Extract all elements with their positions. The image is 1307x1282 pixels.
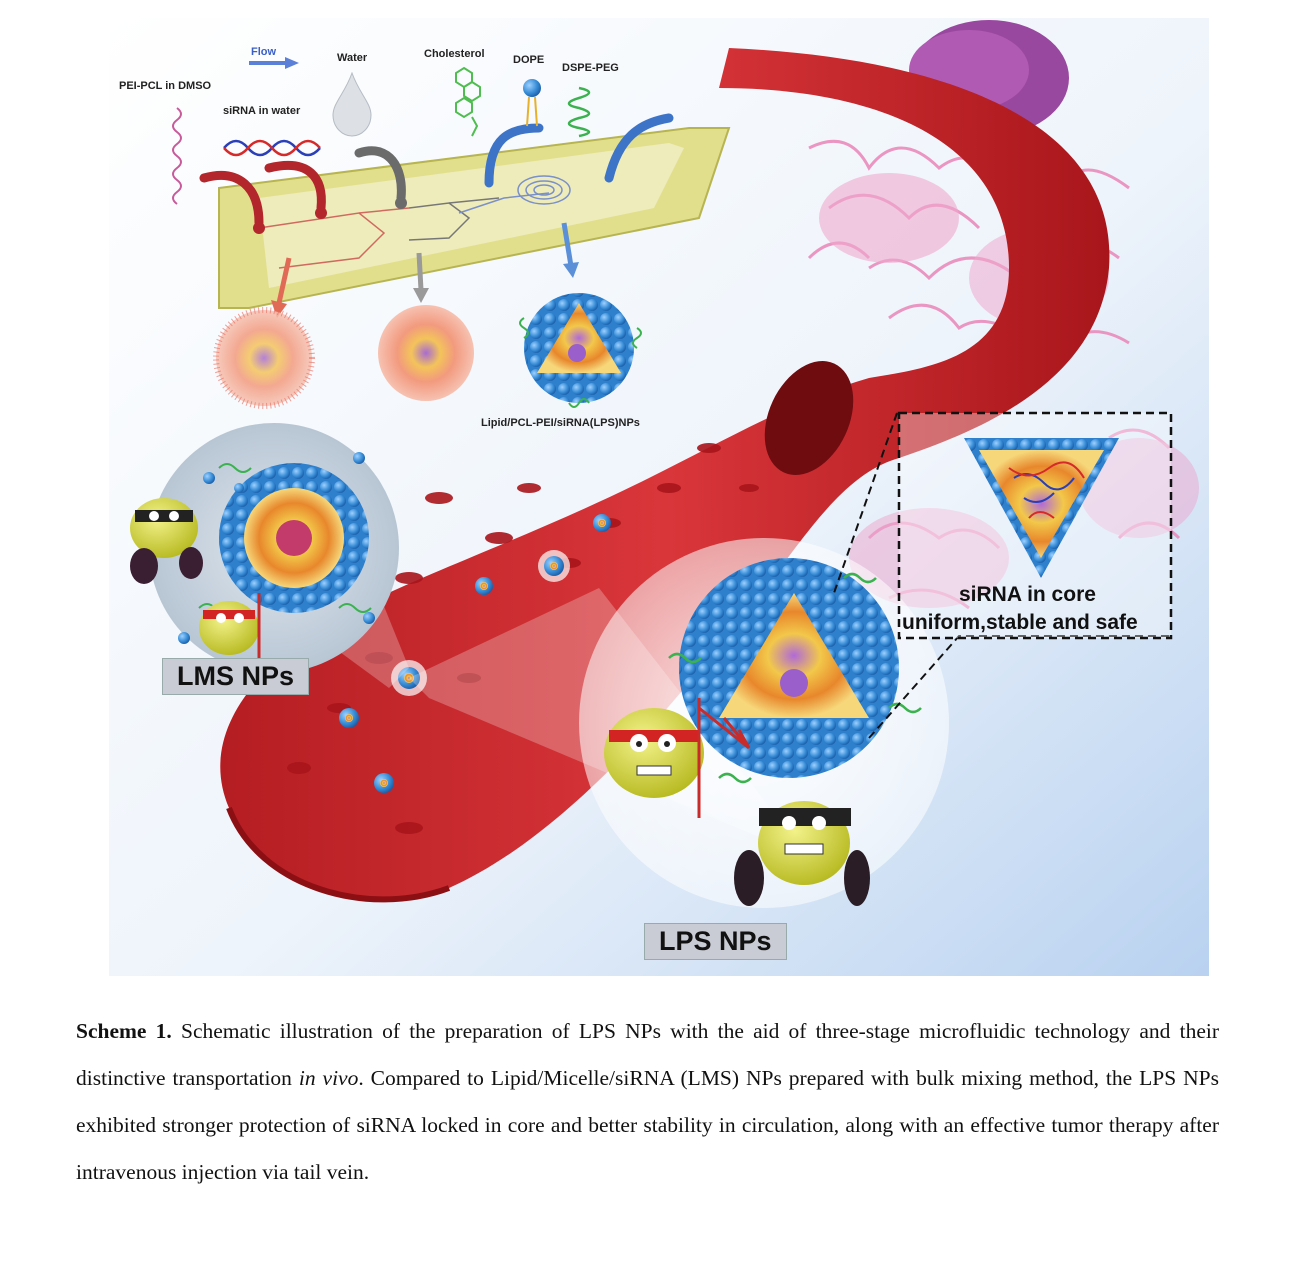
dspe-peg-icon — [567, 86, 591, 138]
intermediate-particle — [378, 305, 474, 401]
cholesterol-icon — [455, 66, 481, 137]
caption-text-part1: Schematic illustration of the preparatio… — [76, 1019, 1219, 1090]
lms-bubble — [130, 423, 399, 673]
sirna-helix-icon — [223, 139, 321, 157]
caption-italic: in vivo — [298, 1066, 359, 1090]
water-label: Water — [337, 52, 368, 64]
water-drop-icon — [332, 71, 372, 137]
caption-label: Scheme 1. — [76, 1019, 172, 1043]
figure-caption: Scheme 1. Schematic illustration of the … — [76, 1008, 1219, 1196]
flow-arrow-icon — [249, 57, 299, 69]
scheme-illustration — [109, 18, 1209, 976]
flow-label: Flow — [251, 46, 277, 58]
core-label-line1: siRNA in core — [959, 583, 1096, 606]
micelle-particle — [213, 307, 315, 409]
sirna-water-label: siRNA in water — [223, 105, 301, 117]
dope-icon — [523, 79, 541, 127]
lps-full-label: Lipid/PCL-PEI/siRNA(LPS)NPs — [481, 417, 640, 429]
lps-nps-tag: LPS NPs — [644, 923, 787, 960]
dspe-peg-label: DSPE-PEG — [562, 62, 619, 74]
scheme-figure: Flow Water Cholesterol DOPE DSPE-PEG PEI… — [109, 18, 1209, 976]
core-inset — [833, 411, 1173, 739]
chip-output-arrows — [271, 222, 579, 318]
pei-pcl-strand-icon — [172, 107, 182, 205]
cholesterol-label: Cholesterol — [424, 48, 485, 60]
blood-vessel — [220, 48, 1110, 903]
pei-pcl-label: PEI-PCL in DMSO — [119, 80, 212, 92]
lps-bubble — [579, 538, 949, 908]
caption-text-part2: . Compared to Lipid/Micelle/siRNA (LMS) … — [76, 1066, 1219, 1184]
core-label-line2: uniform,stable and safe — [902, 611, 1138, 634]
lps-particle — [519, 293, 642, 408]
lms-nps-tag: LMS NPs — [162, 658, 310, 695]
microfluidic-chip — [199, 113, 731, 309]
dope-label: DOPE — [513, 54, 545, 66]
